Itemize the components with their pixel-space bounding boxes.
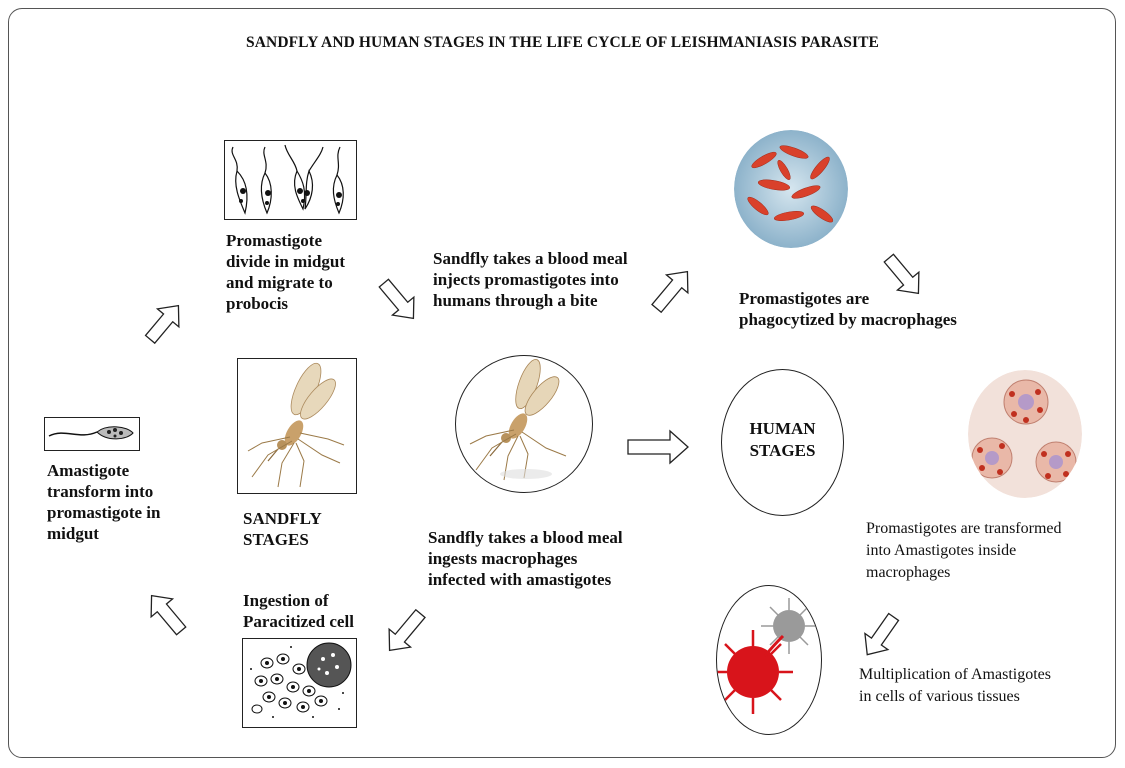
arrow-down-right-top bbox=[373, 274, 424, 327]
arrow-down-left-bottom bbox=[379, 605, 431, 660]
arrow-down-left-right bbox=[856, 609, 905, 663]
arrow-right-center bbox=[628, 431, 688, 463]
arrow-up-left-bottom bbox=[141, 587, 192, 640]
arrow-up-right-top bbox=[646, 263, 698, 318]
arrow-up-right-left bbox=[139, 297, 189, 349]
arrow-down-right-right bbox=[878, 249, 929, 302]
